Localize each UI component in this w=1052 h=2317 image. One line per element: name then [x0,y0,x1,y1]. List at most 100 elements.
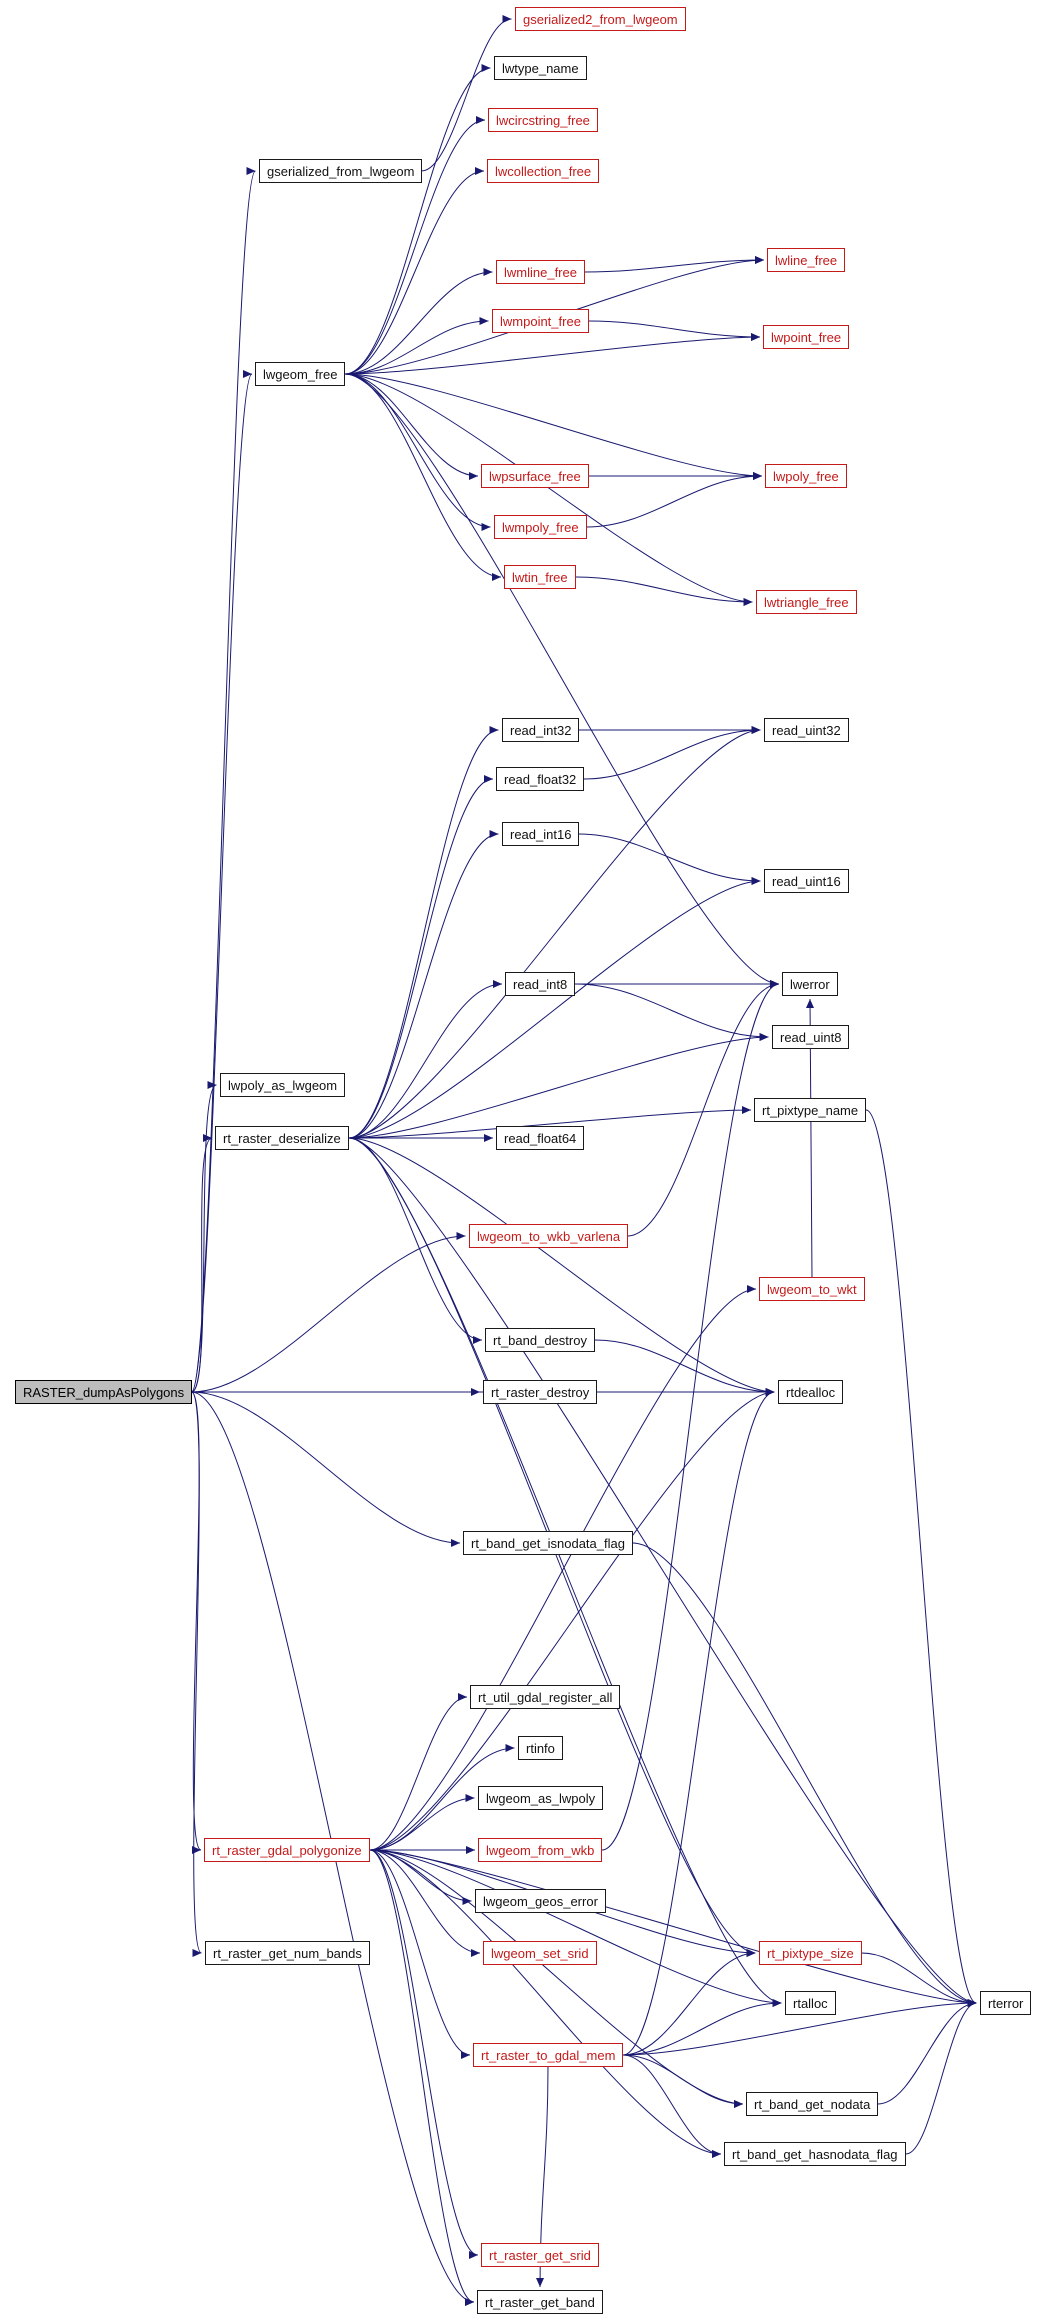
graph-node-lwpoly_as_lwgeom[interactable]: lwpoly_as_lwgeom [220,1073,346,1097]
graph-node-read_int32[interactable]: read_int32 [502,718,580,742]
graph-node-lwpoly_free[interactable]: lwpoly_free [765,464,847,488]
graph-node-RASTER_dumpAsPolygons[interactable]: RASTER_dumpAsPolygons [15,1380,193,1404]
edge-rt_raster_deserialize-to-rtdealloc [348,1137,775,1396]
edge-read_float32-to-read_uint32 [583,726,761,780]
edge-lwgeom_free-to-lwtype_name [344,64,491,375]
edge-rt_band_get_hasnodata_flag-to-rterror [905,1999,977,2155]
graph-node-lwcollection_free[interactable]: lwcollection_free [487,159,600,183]
edge-rt_pixtype_name-to-rterror [865,1109,977,2007]
graph-node-rt_band_get_isnodata_flag[interactable]: rt_band_get_isnodata_flag [463,1531,633,1555]
graph-node-rtinfo[interactable]: rtinfo [518,1736,563,1760]
graph-node-lwgeom_set_srid[interactable]: lwgeom_set_srid [483,1941,597,1965]
edge-rt_raster_gdal_polygonize-to-lwgeom_to_wkt [369,1285,757,1851]
edge-rt_raster_gdal_polygonize-to-rt_raster_get_srid [369,1849,479,2259]
edge-lwmline_free-to-lwline_free [584,256,765,273]
graph-node-rt_pixtype_size[interactable]: rt_pixtype_size [759,1941,862,1965]
edge-rt_raster_gdal_polygonize-to-rt_raster_to_gdal_mem [369,1849,471,2059]
edge-gserialized_from_lwgeom-to-gserialized2_from_lwgeom [421,15,512,172]
edge-RASTER_dumpAsPolygons-to-rt_raster_get_num_bands [191,1391,202,1957]
graph-node-lwgeom_from_wkb[interactable]: lwgeom_from_wkb [478,1838,603,1862]
graph-node-lwgeom_as_lwpoly[interactable]: lwgeom_as_lwpoly [478,1786,604,1810]
edge-lwgeom_from_wkb-to-lwerror [601,980,780,1851]
graph-node-rt_raster_gdal_polygonize[interactable]: rt_raster_gdal_polygonize [204,1838,370,1862]
graph-node-lwpsurface_free[interactable]: lwpsurface_free [481,464,589,488]
graph-node-rtdealloc[interactable]: rtdealloc [778,1380,844,1404]
graph-node-lwerror[interactable]: lwerror [782,972,838,996]
graph-node-lwtriangle_free[interactable]: lwtriangle_free [756,590,857,614]
edge-rt_band_get_nodata-to-rterror [877,1999,977,2105]
graph-node-lwgeom_to_wkb_varlena[interactable]: lwgeom_to_wkb_varlena [469,1224,629,1248]
edge-lwgeom_free-to-lwmline_free [344,268,493,375]
graph-node-lwgeom_to_wkt[interactable]: lwgeom_to_wkt [759,1277,865,1301]
edge-rt_raster_deserialize-to-read_uint32 [348,726,761,1139]
edge-rt_raster_to_gdal_mem-to-rt_pixtype_size [622,1949,756,2056]
graph-node-rt_raster_get_band[interactable]: rt_raster_get_band [477,2290,603,2314]
graph-node-lwgeom_geos_error[interactable]: lwgeom_geos_error [475,1889,606,1913]
graph-node-read_uint32[interactable]: read_uint32 [764,718,849,742]
graph-node-read_uint16[interactable]: read_uint16 [764,869,849,893]
graph-node-rt_raster_deserialize[interactable]: rt_raster_deserialize [215,1126,349,1150]
edge-lwgeom_free-to-lwmpoly_free [344,373,491,531]
edge-rt_raster_gdal_polygonize-to-lwgeom_as_lwpoly [369,1794,475,1851]
edge-rt_raster_deserialize-to-read_uint16 [348,877,761,1139]
graph-node-rtalloc[interactable]: rtalloc [785,1991,836,2015]
edge-rt_raster_deserialize-to-rt_band_destroy [348,1137,483,1344]
graph-node-rt_pixtype_name[interactable]: rt_pixtype_name [754,1098,867,1122]
edge-rt_raster_gdal_polygonize-to-rtdealloc [369,1388,775,1851]
edge-RASTER_dumpAsPolygons-to-lwgeom_free [191,370,253,1393]
graph-node-read_float64[interactable]: read_float64 [496,1126,585,1150]
edge-lwgeom_free-to-lwpsurface_free [344,373,479,480]
graph-node-read_int8[interactable]: read_int8 [505,972,576,996]
edge-rt_band_get_isnodata_flag-to-rterror [632,1542,977,2007]
graph-node-rterror[interactable]: rterror [980,1991,1032,2015]
edge-rt_raster_deserialize-to-read_uint8 [348,1033,769,1139]
edge-rt_raster_to_gdal_mem-to-rt_band_get_nodata [622,2054,744,2108]
edge-rt_raster_deserialize-to-read_int16 [348,830,499,1139]
edge-RASTER_dumpAsPolygons-to-rt_raster_deserialize [191,1134,213,1393]
graph-node-read_uint8[interactable]: read_uint8 [772,1025,850,1049]
edge-read_int8-to-read_uint8 [574,983,769,1041]
edge-lwgeom_free-to-lwpoly_free [344,373,763,480]
graph-node-lwtin_free[interactable]: lwtin_free [504,565,576,589]
edge-rt_raster_gdal_polygonize-to-lwgeom_geos_error [369,1849,472,1905]
edge-rt_raster_deserialize-to-read_int32 [348,726,499,1139]
graph-node-lwmpoint_free[interactable]: lwmpoint_free [492,309,589,333]
graph-node-rt_band_destroy[interactable]: rt_band_destroy [485,1328,595,1352]
edge-lwgeom_free-to-lwpoint_free [344,333,761,375]
edge-rt_raster_deserialize-to-read_int8 [348,980,503,1139]
graph-node-lwline_free[interactable]: lwline_free [767,248,846,272]
graph-node-rt_util_gdal_register_all[interactable]: rt_util_gdal_register_all [470,1685,621,1709]
graph-node-rt_raster_get_srid[interactable]: rt_raster_get_srid [481,2243,599,2267]
edge-lwgeom_free-to-lwmpoint_free [344,317,489,375]
graph-node-lwmline_free[interactable]: lwmline_free [496,260,585,284]
edge-RASTER_dumpAsPolygons-to-gserialized_from_lwgeom [191,167,256,1393]
graph-node-rt_band_get_nodata[interactable]: rt_band_get_nodata [746,2092,879,2116]
edge-rt_raster_deserialize-to-rterror [348,1137,977,2007]
edge-RASTER_dumpAsPolygons-to-lwpoly_as_lwgeom [191,1081,217,1393]
edge-rt_raster_gdal_polygonize-to-rt_util_gdal_register_all [369,1693,468,1851]
edge-rt_band_destroy-to-rtdealloc [594,1339,775,1396]
graph-node-rt_raster_get_num_bands[interactable]: rt_raster_get_num_bands [205,1941,370,1965]
edge-rt_pixtype_size-to-rterror [861,1952,977,2007]
graph-node-lwpoint_free[interactable]: lwpoint_free [763,325,850,349]
edge-rt_raster_gdal_polygonize-to-rterror [369,1849,977,2007]
graph-node-lwcircstring_free[interactable]: lwcircstring_free [488,108,598,132]
graph-node-read_float32[interactable]: read_float32 [496,767,585,791]
graph-node-rt_band_get_hasnodata_flag[interactable]: rt_band_get_hasnodata_flag [724,2142,906,2166]
edge-lwgeom_free-to-lwtin_free [344,373,502,581]
graph-node-lwgeom_free[interactable]: lwgeom_free [255,362,346,386]
graph-node-lwtype_name[interactable]: lwtype_name [494,56,587,80]
edge-lwgeom_free-to-lwcollection_free [344,167,485,375]
edge-rt_raster_gdal_polygonize-to-lwgeom_set_srid [369,1849,481,1957]
edge-lwmpoint_free-to-lwpoint_free [588,320,761,341]
graph-node-lwmpoly_free[interactable]: lwmpoly_free [494,515,587,539]
edge-read_int16-to-read_uint16 [578,833,761,885]
graph-node-rt_raster_destroy[interactable]: rt_raster_destroy [483,1380,598,1404]
graph-node-gserialized2_from_lwgeom[interactable]: gserialized2_from_lwgeom [515,7,686,31]
graph-node-read_int16[interactable]: read_int16 [502,822,580,846]
edge-rt_raster_to_gdal_mem-to-rtalloc [622,1999,782,2056]
graph-node-gserialized_from_lwgeom[interactable]: gserialized_from_lwgeom [259,159,423,183]
graph-node-rt_raster_to_gdal_mem[interactable]: rt_raster_to_gdal_mem [473,2043,624,2067]
